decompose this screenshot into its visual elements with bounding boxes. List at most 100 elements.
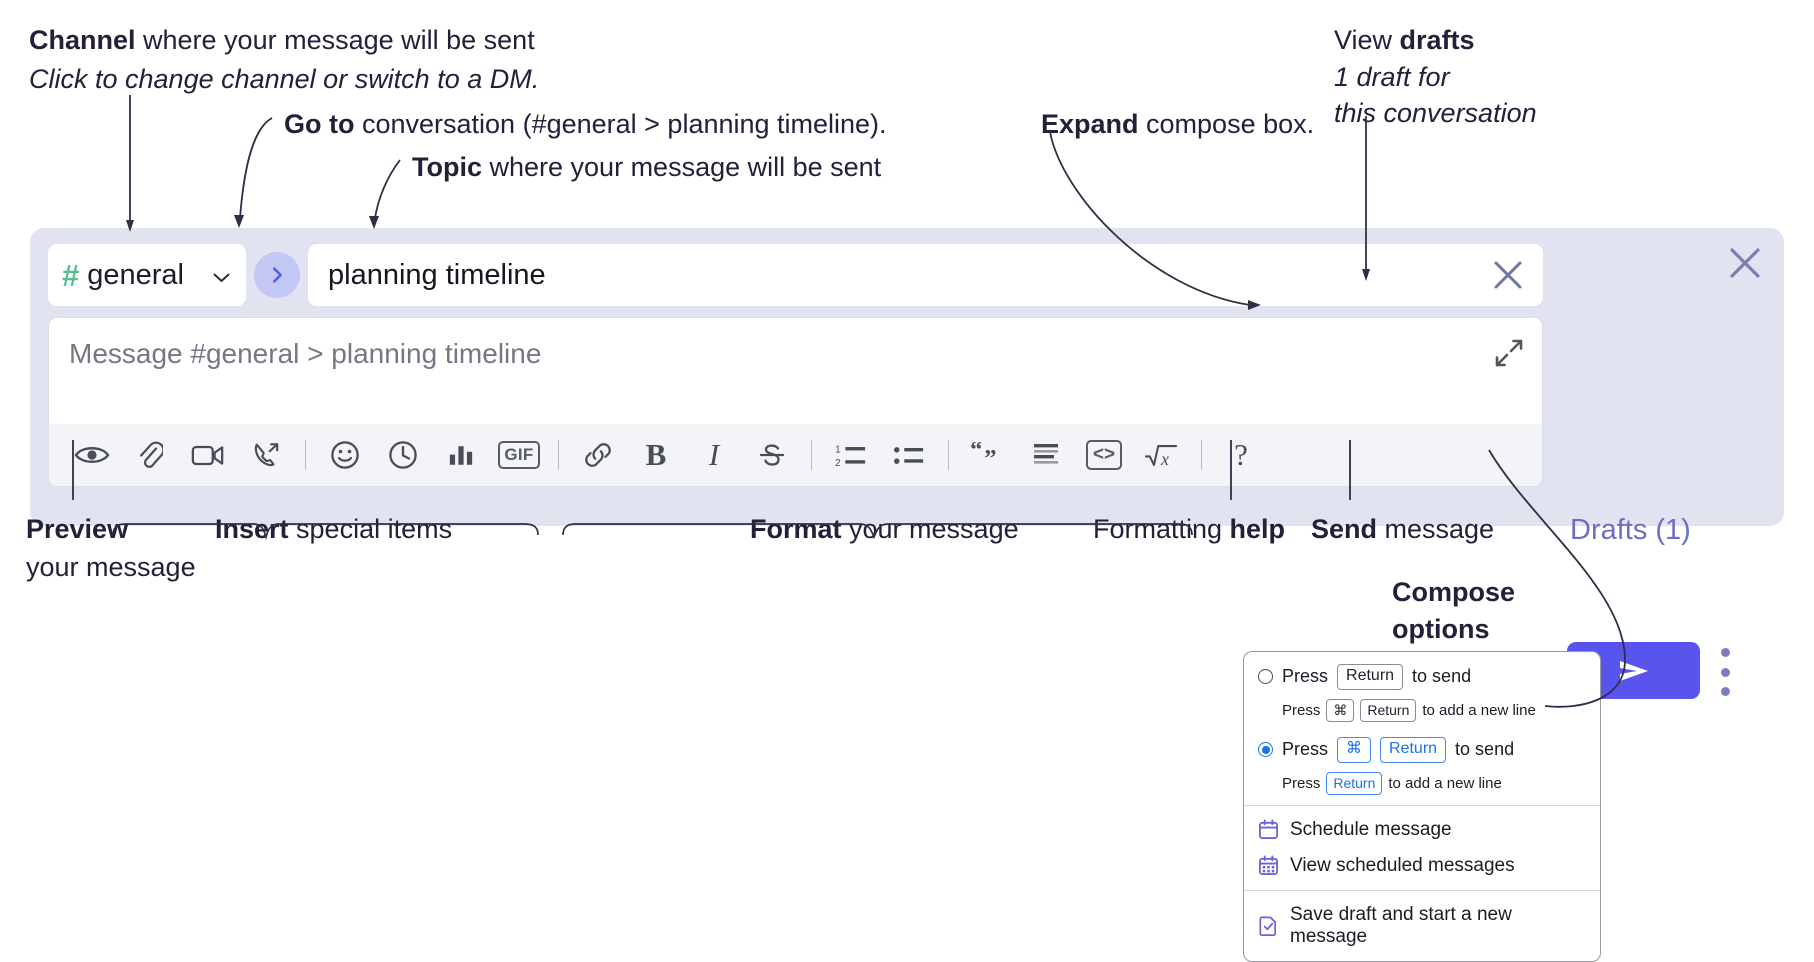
key-return: Return	[1380, 736, 1447, 763]
menu-item-view-scheduled-messages[interactable]: View scheduled messages	[1244, 848, 1600, 884]
menu-divider	[1244, 889, 1600, 891]
svg-text:2: 2	[835, 457, 841, 468]
inline-code-icon[interactable]: <>	[1075, 429, 1133, 481]
toolbar-divider	[1201, 440, 1202, 470]
radio-return-to-send[interactable]	[1258, 669, 1273, 685]
annotation-preview: Preview your message	[26, 512, 196, 584]
annotation-goto-rest: conversation (#general > planning timeli…	[354, 109, 887, 139]
math-icon[interactable]: x	[1133, 429, 1191, 481]
message-input[interactable]: Message #general > planning timeline	[49, 318, 1542, 424]
goto-conversation-button[interactable]	[254, 252, 300, 298]
ordered-list-icon[interactable]: 1 2	[822, 429, 880, 481]
audio-clip-icon[interactable]	[237, 429, 295, 481]
annotation-help-bold: help	[1229, 514, 1286, 544]
topic-value: planning timeline	[328, 258, 546, 291]
annotation-format-bold: Format	[750, 514, 842, 544]
hint-pre: Press	[1282, 701, 1321, 719]
svg-text:1: 1	[835, 444, 841, 455]
emoji-icon[interactable]	[316, 429, 374, 481]
annotation-drafts-line2: 1 draft for	[1334, 61, 1450, 92]
svg-text:”: ”	[984, 444, 996, 468]
menu-item-schedule-message[interactable]: Schedule message	[1244, 812, 1600, 848]
topic-field[interactable]: planning timeline	[308, 244, 1543, 306]
chevron-down-icon	[213, 270, 230, 282]
annotation-help: Formatting help	[1093, 512, 1285, 547]
close-icon[interactable]	[1728, 246, 1762, 280]
annotation-drafts-line3: this conversation	[1334, 98, 1537, 129]
video-clip-icon[interactable]	[179, 429, 237, 481]
annotation-format-rest: your message	[841, 514, 1019, 544]
compose-options-button[interactable]	[1718, 648, 1732, 696]
gif-icon[interactable]: GIF	[490, 429, 548, 481]
annotation-insert-bold: Insert	[215, 514, 289, 544]
menu-divider	[1244, 804, 1600, 806]
menu-item-save-draft[interactable]: Save draft and start a new message	[1244, 897, 1600, 955]
compose-panel: # general planning timeline Message #gen…	[30, 228, 1784, 699]
toolbar-divider	[305, 440, 306, 470]
menu-item-label: Schedule message	[1290, 818, 1452, 840]
kebab-dot	[1720, 648, 1730, 657]
annotation-channel-bold: Channel	[29, 25, 136, 55]
option-cmd-return-to-send[interactable]: Press ⌘ Return to send	[1244, 735, 1600, 765]
option-label-post: to send	[1455, 739, 1515, 760]
send-paper-plane-icon	[1619, 660, 1648, 681]
italic-icon[interactable]: I	[685, 429, 743, 481]
annotation-drafts: View drafts 1 draft for this conversatio…	[1334, 23, 1537, 131]
option-cmd-return-hint: Press Return to add a new line	[1244, 770, 1600, 797]
annotation-send-rest: message	[1377, 514, 1495, 544]
annotation-format: Format your message	[750, 512, 1019, 547]
annotation-topic: Topic where your message will be sent	[412, 150, 881, 185]
expand-compose-icon[interactable]	[1494, 338, 1524, 368]
message-box: Message #general > planning timeline	[48, 317, 1543, 487]
bulleted-list-icon[interactable]	[880, 429, 938, 481]
inline-code-label: <>	[1085, 440, 1123, 470]
annotation-help-rest: Formatting	[1093, 514, 1230, 544]
strikethrough-icon[interactable]	[743, 429, 801, 481]
annotation-expand-bold: Expand	[1041, 109, 1139, 139]
preview-icon[interactable]	[63, 429, 121, 481]
poll-icon[interactable]	[432, 429, 490, 481]
annotation-goto: Go to conversation (#general > planning …	[284, 107, 887, 142]
gif-label: GIF	[498, 441, 540, 469]
clear-topic-icon[interactable]	[1491, 258, 1525, 292]
toolbar-divider	[811, 440, 812, 470]
annotation-expand-rest: compose box.	[1138, 109, 1315, 139]
annotation-topic-bold: Topic	[412, 152, 482, 182]
annotation-compose-options-line2: options	[1392, 613, 1490, 644]
formatting-help-icon[interactable]: ?	[1212, 429, 1270, 481]
annotation-drafts-pre: View	[1334, 25, 1400, 55]
annotation-channel-sub: Click to change channel or switch to a D…	[29, 63, 540, 94]
annotation-send-bold: Send	[1311, 514, 1378, 544]
annotation-channel: Channel where your message will be sent …	[29, 23, 539, 96]
hint-post: to add a new line	[1422, 701, 1536, 719]
calendar-icon	[1258, 819, 1279, 840]
clock-icon[interactable]	[374, 429, 432, 481]
annotation-goto-bold: Go to	[284, 109, 355, 139]
compose-header-row: # general planning timeline	[48, 244, 1543, 306]
hint-pre: Press	[1282, 774, 1321, 792]
key-return: Return	[1326, 771, 1383, 795]
link-icon[interactable]	[569, 429, 627, 481]
blockquote-icon[interactable]: “ ”	[959, 429, 1017, 481]
hint-post: to add a new line	[1388, 774, 1502, 792]
channel-selector[interactable]: # general	[48, 244, 246, 306]
schedule-group: Schedule message View scheduled messages	[1244, 806, 1600, 890]
option-return-to-send[interactable]: Press Return to send	[1244, 662, 1600, 692]
annotation-insert: Insert special items	[215, 512, 452, 547]
draft-group: Save draft and start a new message	[1244, 891, 1600, 961]
help-label: ?	[1234, 437, 1248, 472]
drafts-link[interactable]: Drafts (1)	[1570, 514, 1691, 546]
bold-icon[interactable]: B	[627, 429, 685, 481]
annotation-drafts-bold: drafts	[1399, 25, 1475, 55]
option-label-post: to send	[1412, 666, 1472, 687]
bold-label: B	[645, 437, 667, 472]
annotation-expand: Expand compose box.	[1041, 107, 1314, 142]
attachment-icon[interactable]	[121, 429, 179, 481]
option-return-to-send-hint: Press ⌘ Return to add a new line	[1244, 697, 1600, 724]
channel-name-label: general	[87, 258, 184, 291]
code-block-icon[interactable]	[1017, 429, 1075, 481]
italic-label: I	[708, 437, 720, 472]
option-label-pre: Press	[1282, 739, 1329, 760]
svg-text:x: x	[1160, 448, 1169, 468]
radio-cmd-return-to-send[interactable]	[1258, 742, 1273, 758]
